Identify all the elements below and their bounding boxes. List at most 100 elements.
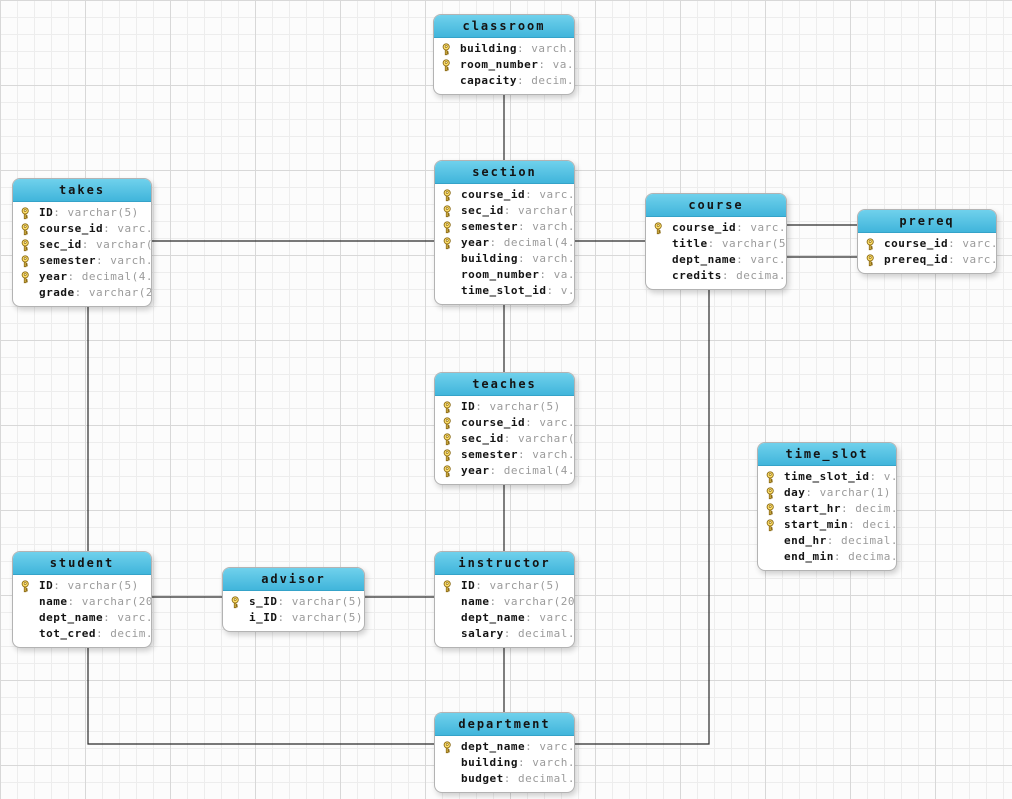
- field-department-dept_name[interactable]: dept_namevarc...: [435, 739, 574, 755]
- field-course-course_id[interactable]: course_idvarc...: [646, 220, 786, 236]
- field-instructor-name[interactable]: namevarchar(20): [435, 594, 574, 610]
- table-header-prereq[interactable]: prereq: [858, 210, 996, 233]
- field-type: varchar(5): [53, 579, 138, 592]
- field-teaches-ID[interactable]: IDvarchar(5): [435, 399, 574, 415]
- table-advisor[interactable]: advisor s_IDvarchar(5)i_IDvarchar(5): [222, 567, 365, 632]
- field-section-time_slot_id[interactable]: time_slot_idv...: [435, 283, 574, 299]
- table-header-section[interactable]: section: [435, 161, 574, 184]
- field-classroom-room_number[interactable]: room_numberva...: [434, 57, 574, 73]
- field-department-budget[interactable]: budgetdecimal...: [435, 771, 574, 787]
- primary-key-icon-slot: [441, 220, 461, 234]
- primary-key-icon-slot: [652, 221, 672, 235]
- table-fields: s_IDvarchar(5)i_IDvarchar(5): [223, 591, 364, 631]
- field-type: decimal...: [827, 534, 896, 547]
- field-course-dept_name[interactable]: dept_namevarc...: [646, 252, 786, 268]
- primary-key-icon: [443, 579, 451, 592]
- table-fields: IDvarchar(5)course_idvarc...sec_idvarcha…: [13, 202, 151, 306]
- field-takes-ID[interactable]: IDvarchar(5): [13, 205, 151, 221]
- field-classroom-capacity[interactable]: capacitydecim...: [434, 73, 574, 89]
- table-title: teaches: [472, 377, 537, 391]
- table-header-time_slot[interactable]: time_slot: [758, 443, 896, 466]
- field-prereq-course_id[interactable]: course_idvarc...: [858, 236, 996, 252]
- primary-key-icon-slot: [441, 448, 461, 462]
- field-prereq-prereq_id[interactable]: prereq_idvarc...: [858, 252, 996, 268]
- field-time_slot-start_min[interactable]: start_mindeci...: [758, 517, 896, 533]
- table-instructor[interactable]: instructorIDvarchar(5)namevarchar(20)dep…: [434, 551, 575, 648]
- table-header-student[interactable]: student: [13, 552, 151, 575]
- field-name: semester: [39, 254, 96, 267]
- field-type: varc...: [525, 416, 574, 429]
- primary-key-icon: [443, 740, 451, 753]
- field-type: varch...: [518, 756, 574, 769]
- field-takes-year[interactable]: yeardecimal(4...: [13, 269, 151, 285]
- table-header-takes[interactable]: takes: [13, 179, 151, 202]
- field-takes-course_id[interactable]: course_idvarc...: [13, 221, 151, 237]
- primary-key-icon: [866, 253, 874, 266]
- field-section-course_id[interactable]: course_idvarc...: [435, 187, 574, 203]
- field-name: course_id: [461, 188, 526, 201]
- field-section-sec_id[interactable]: sec_idvarchar(8): [435, 203, 574, 219]
- field-teaches-sec_id[interactable]: sec_idvarchar(8): [435, 431, 574, 447]
- field-student-tot_cred[interactable]: tot_creddecim...: [13, 626, 151, 642]
- field-teaches-semester[interactable]: semestervarch...: [435, 447, 574, 463]
- table-time_slot[interactable]: time_slottime_slot_idv...dayvarchar(1)st…: [757, 442, 897, 571]
- table-section[interactable]: section course_idvarc...sec_idvarchar(8)s…: [434, 160, 575, 305]
- field-teaches-year[interactable]: yeardecimal(4...: [435, 463, 574, 479]
- field-name: course_id: [461, 416, 526, 429]
- field-type: varchar(8): [504, 432, 574, 445]
- field-name: ID: [461, 579, 476, 592]
- table-prereq[interactable]: prereq course_idvarc...prereq_idvarc...: [857, 209, 997, 274]
- relationship-course-department[interactable]: [575, 287, 710, 745]
- field-section-year[interactable]: yeardecimal(4...: [435, 235, 574, 251]
- table-header-department[interactable]: department: [435, 713, 574, 736]
- field-instructor-dept_name[interactable]: dept_namevarc...: [435, 610, 574, 626]
- field-time_slot-start_hr[interactable]: start_hrdecim...: [758, 501, 896, 517]
- field-takes-grade[interactable]: gradevarchar(2): [13, 285, 151, 301]
- field-takes-sec_id[interactable]: sec_idvarchar(8): [13, 237, 151, 253]
- field-teaches-course_id[interactable]: course_idvarc...: [435, 415, 574, 431]
- field-name: room_number: [461, 268, 540, 281]
- table-takes[interactable]: takesIDvarchar(5)course_idvarc...sec_idv…: [12, 178, 152, 307]
- field-department-building[interactable]: buildingvarch...: [435, 755, 574, 771]
- field-course-title[interactable]: titlevarchar(50): [646, 236, 786, 252]
- table-classroom[interactable]: classroom buildingvarch...room_numberva..…: [433, 14, 575, 95]
- table-header-advisor[interactable]: advisor: [223, 568, 364, 591]
- field-instructor-salary[interactable]: salarydecimal...: [435, 626, 574, 642]
- primary-key-icon-slot: [764, 502, 784, 516]
- table-title: advisor: [261, 572, 326, 586]
- table-header-teaches[interactable]: teaches: [435, 373, 574, 396]
- primary-key-icon: [443, 188, 451, 201]
- relationship-student-department[interactable]: [87, 645, 434, 745]
- field-time_slot-end_min[interactable]: end_mindecima...: [758, 549, 896, 565]
- field-time_slot-day[interactable]: dayvarchar(1): [758, 485, 896, 501]
- field-student-name[interactable]: namevarchar(20): [13, 594, 151, 610]
- field-classroom-building[interactable]: buildingvarch...: [434, 41, 574, 57]
- field-takes-semester[interactable]: semestervarch...: [13, 253, 151, 269]
- primary-key-icon-slot: [441, 579, 461, 593]
- field-time_slot-end_hr[interactable]: end_hrdecimal...: [758, 533, 896, 549]
- field-student-ID[interactable]: IDvarchar(5): [13, 578, 151, 594]
- table-header-classroom[interactable]: classroom: [434, 15, 574, 38]
- table-department[interactable]: department dept_namevarc...buildingvarch.…: [434, 712, 575, 793]
- field-advisor-i_ID[interactable]: i_IDvarchar(5): [223, 610, 364, 626]
- field-name: building: [461, 252, 518, 265]
- table-course[interactable]: course course_idvarc...titlevarchar(50)de…: [645, 193, 787, 290]
- table-header-course[interactable]: course: [646, 194, 786, 217]
- field-course-credits[interactable]: creditsdecima...: [646, 268, 786, 284]
- table-teaches[interactable]: teachesIDvarchar(5)course_idvarc...sec_i…: [434, 372, 575, 485]
- table-student[interactable]: studentIDvarchar(5)namevarchar(20)dept_n…: [12, 551, 152, 648]
- table-header-instructor[interactable]: instructor: [435, 552, 574, 575]
- primary-key-icon-slot: [19, 254, 39, 268]
- field-student-dept_name[interactable]: dept_namevarc...: [13, 610, 151, 626]
- field-time_slot-time_slot_id[interactable]: time_slot_idv...: [758, 469, 896, 485]
- field-section-semester[interactable]: semestervarch...: [435, 219, 574, 235]
- field-section-building[interactable]: buildingvarch...: [435, 251, 574, 267]
- field-section-room_number[interactable]: room_numberva...: [435, 267, 574, 283]
- key-icon-spacer: [441, 628, 461, 641]
- primary-key-icon: [21, 238, 29, 251]
- field-instructor-ID[interactable]: IDvarchar(5): [435, 578, 574, 594]
- field-advisor-s_ID[interactable]: s_IDvarchar(5): [223, 594, 364, 610]
- field-type: varc...: [103, 611, 151, 624]
- key-icon-spacer: [229, 612, 249, 625]
